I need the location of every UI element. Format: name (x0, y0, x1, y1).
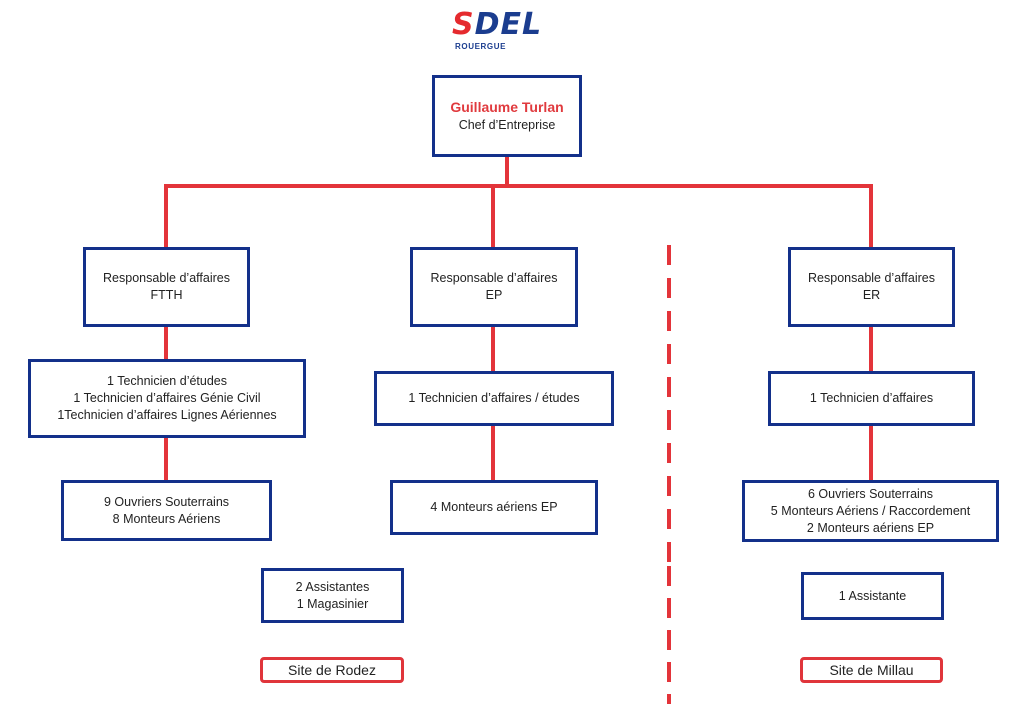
connector-ep-down (491, 184, 495, 248)
site-label-millau: Site de Millau (800, 657, 943, 683)
dash (667, 311, 671, 331)
logo-subtitle: ROUERGUE (455, 42, 507, 51)
technician-line: 1Technicien d’affaires Lignes Aériennes (57, 408, 277, 422)
technician-line: 1 Technicien d’affaires (809, 391, 934, 405)
dash (667, 630, 671, 650)
connector-ep-tech (491, 325, 495, 373)
dash (667, 662, 671, 682)
connector-head-down (505, 154, 509, 186)
sdel-rouergue-logo: SDEL ROUERGUE (452, 8, 572, 58)
connector-er-down (869, 184, 873, 248)
dash (667, 278, 671, 298)
technicians-box-ftth: 1 Technicien d’études 1 Technicien d’aff… (28, 359, 306, 438)
connector-ftth-down (164, 184, 168, 248)
dash (667, 598, 671, 618)
support-line: 1 Magasinier (296, 596, 369, 611)
manager-role: Responsable d’affaires (430, 271, 558, 285)
technicians-box-ep: 1 Technicien d’affaires / études (374, 371, 614, 426)
dash (667, 694, 671, 704)
dash (667, 443, 671, 463)
dash (667, 476, 671, 496)
head-box: Guillaume Turlan Chef d’Entreprise (432, 75, 582, 157)
manager-domain: ER (862, 288, 881, 302)
support-line: 2 Assistantes (295, 579, 370, 594)
manager-box-ep: Responsable d’affaires EP (410, 247, 578, 327)
dash (667, 377, 671, 397)
worker-line: 4 Monteurs aériens EP (430, 500, 558, 514)
connector-er-tech (869, 325, 873, 373)
technicians-box-er: 1 Technicien d’affaires (768, 371, 975, 426)
manager-box-er: Responsable d’affaires ER (788, 247, 955, 327)
dash (667, 509, 671, 529)
head-name: Guillaume Turlan (450, 99, 564, 115)
workers-box-er: 6 Ouvriers Souterrains 5 Monteurs Aérien… (742, 480, 999, 542)
manager-box-ftth: Responsable d’affaires FTTH (83, 247, 250, 327)
logo-wordmark: SDEL (452, 7, 543, 42)
manager-role: Responsable d’affaires (103, 271, 230, 285)
connector-ftth-tech (164, 325, 168, 361)
connector-er-workers (869, 424, 873, 482)
technician-line: 1 Technicien d’affaires Génie Civil (73, 391, 261, 405)
support-box-millau: 1 Assistante (801, 572, 944, 620)
manager-role: Responsable d’affaires (808, 271, 935, 285)
manager-domain: EP (485, 288, 503, 302)
worker-line: 5 Monteurs Aériens / Raccordement (770, 503, 971, 518)
worker-line: 6 Ouvriers Souterrains (807, 486, 934, 501)
dash (667, 410, 671, 430)
dash (667, 245, 671, 265)
dash (667, 542, 671, 562)
connector-horizontal-bar (164, 184, 872, 188)
site-label-rodez: Site de Rodez (260, 657, 404, 683)
dash (667, 344, 671, 364)
connector-ftth-workers (164, 436, 168, 482)
connector-ep-workers (491, 424, 495, 482)
head-title: Chef d’Entreprise (458, 118, 556, 132)
worker-line: 2 Monteurs aériens EP (806, 520, 935, 535)
manager-domain: FTTH (150, 288, 183, 302)
worker-line: 9 Ouvriers Souterrains (103, 494, 230, 509)
dash (667, 566, 671, 586)
support-line: 1 Assistante (838, 588, 907, 603)
workers-box-ftth: 9 Ouvriers Souterrains 8 Monteurs Aérien… (61, 480, 272, 541)
technician-line: 1 Technicien d’affaires / études (408, 391, 580, 405)
support-box-rodez: 2 Assistantes 1 Magasinier (261, 568, 404, 623)
worker-line: 8 Monteurs Aériens (112, 511, 221, 526)
technician-line: 1 Technicien d’études (107, 374, 227, 388)
workers-box-ep: 4 Monteurs aériens EP (390, 480, 598, 535)
